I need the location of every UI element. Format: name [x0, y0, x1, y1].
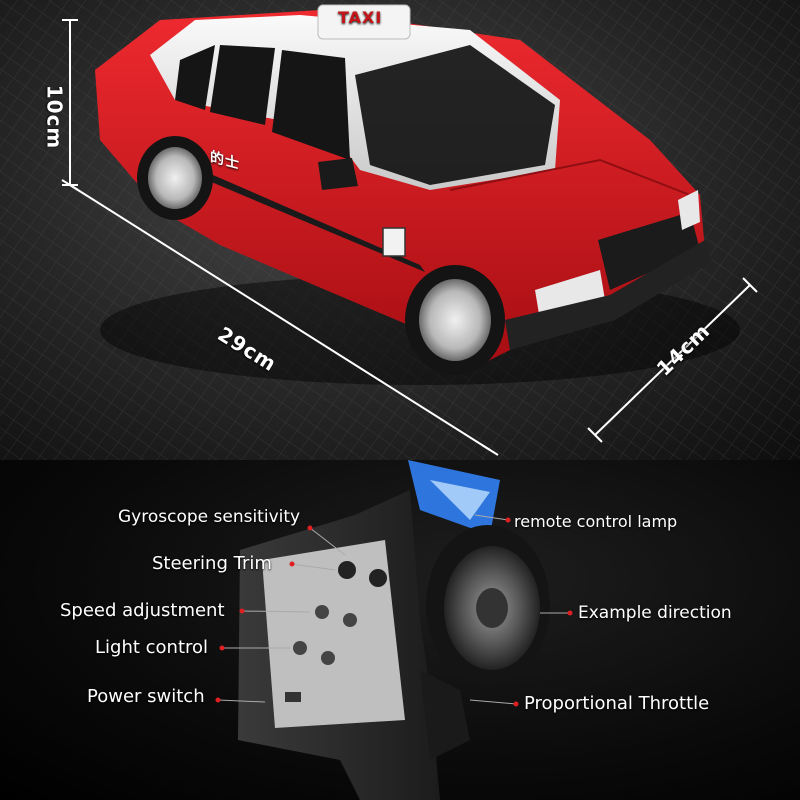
door-emblem	[382, 227, 406, 257]
label-light-control: Light control	[95, 637, 209, 658]
steering-trim-knob-right	[369, 569, 387, 587]
control-panel	[262, 540, 405, 728]
side-stripe	[190, 165, 425, 272]
roof-sign	[317, 4, 411, 40]
steering-trim-knob-left	[338, 561, 356, 579]
window-front	[272, 50, 350, 160]
front-bumper	[505, 240, 712, 350]
label-steering-trim: Steering Trim	[152, 553, 272, 574]
label-remote-control-lamp: remote control lamp	[514, 512, 678, 531]
headlight-left	[535, 270, 605, 320]
dimension-lines	[61, 19, 758, 456]
hood-line	[449, 158, 691, 196]
side-mirror	[318, 158, 358, 190]
car-illustration	[0, 0, 800, 460]
remote-panel: Gyroscope sensitivity Steering Trim Spee…	[0, 460, 800, 800]
label-power-switch: Power switch	[87, 686, 205, 707]
car-panel: TAXI 的士 10cm 29cm 14cm	[0, 0, 800, 460]
height-dimension-label: 10cm	[42, 84, 67, 150]
wheel-front	[405, 265, 505, 375]
power-switch	[285, 692, 301, 702]
throttle-trigger	[420, 670, 470, 760]
light-button-2	[321, 651, 335, 665]
label-proportional-throttle: Proportional Throttle	[524, 693, 710, 714]
headlight-right	[678, 190, 700, 230]
front-grille	[598, 212, 700, 290]
label-speed-adjustment: Speed adjustment	[60, 600, 225, 621]
light-button-1	[293, 641, 307, 655]
wheel-rear	[137, 136, 213, 220]
callout-dots	[215, 517, 573, 707]
window-rear	[175, 45, 215, 110]
windshield	[355, 45, 555, 185]
callout-lines	[217, 514, 570, 705]
speed-button-2	[343, 613, 357, 627]
label-example-direction: Example direction	[578, 603, 732, 623]
window-middle	[210, 45, 275, 125]
label-gyroscope-sensitivity: Gyroscope sensitivity	[118, 507, 301, 527]
roof-sign-text: TAXI	[338, 8, 383, 27]
remote-illustration	[215, 460, 573, 800]
speed-button-1	[315, 605, 329, 619]
